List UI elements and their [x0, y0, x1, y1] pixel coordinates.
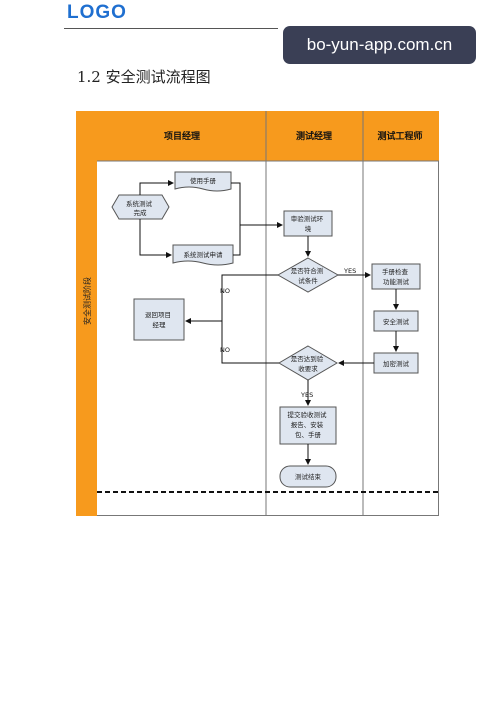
node-manual-label: 使用手册 — [190, 176, 217, 185]
node-decision-conditions-label: 是否符合测 试条件 — [291, 266, 326, 285]
node-submit-report — [279, 406, 337, 445]
node-manual-check-label: 手册检查 功能测试 — [382, 267, 410, 286]
phase-label: 安全测试阶段 — [82, 277, 92, 325]
edge-manual-review — [231, 182, 283, 228]
section-title: 1.2 安全测试流程图 — [77, 68, 211, 86]
node-decision-acceptance-label: 是否达到验 收要求 — [291, 354, 326, 373]
phase-column — [76, 111, 97, 516]
edge-apply-review — [233, 225, 241, 256]
node-test-application-label: 系统测试申请 — [184, 250, 224, 259]
edge-label-yes-2: YES — [300, 391, 313, 399]
node-start — [111, 194, 170, 220]
edge-label-no-2: NO — [220, 346, 230, 354]
edge-label-no-1: NO — [220, 287, 230, 295]
node-submit-report-label: 提交验收测试 报告、安装 包、手册 — [287, 410, 328, 439]
lane-header-te: 测试工程师 — [377, 130, 422, 142]
edge-acceptance-no — [221, 321, 279, 364]
node-manual-check — [371, 263, 421, 290]
node-test-application — [172, 244, 234, 266]
node-start-label: 系统测试 完成 — [126, 199, 154, 217]
node-review-environment-label: 审验测试环 境 — [291, 214, 326, 233]
node-return-pm-label: 退回项目 经理 — [145, 310, 173, 329]
lane-header-pm: 项目经理 — [164, 130, 200, 142]
edge-decision-no — [185, 274, 278, 324]
node-crypto-test-label: 加密测试 — [383, 359, 410, 368]
node-security-test-label: 安全测试 — [383, 317, 410, 326]
logo: LOGO — [67, 2, 127, 23]
node-decision-conditions — [276, 257, 340, 293]
lane-header-band — [97, 111, 439, 161]
edge-label-yes-1: YES — [343, 267, 356, 275]
header-divider — [64, 28, 278, 29]
node-return-pm — [133, 298, 185, 341]
edge-start-manual — [139, 180, 174, 195]
lane-header-tm: 测试经理 — [296, 130, 332, 142]
node-end-label: 测试结束 — [295, 472, 322, 481]
node-manual — [174, 171, 232, 192]
edge-start-apply — [139, 219, 172, 258]
node-review-environment — [283, 210, 333, 237]
watermark-badge: bo-yun-app.com.cn — [283, 26, 476, 64]
security-test-flowchart: 安全测试阶段 项目经理 测试经理 测试工程师 系统测试 完成 使用手册 系统测试… — [76, 111, 439, 516]
node-end — [279, 465, 337, 488]
